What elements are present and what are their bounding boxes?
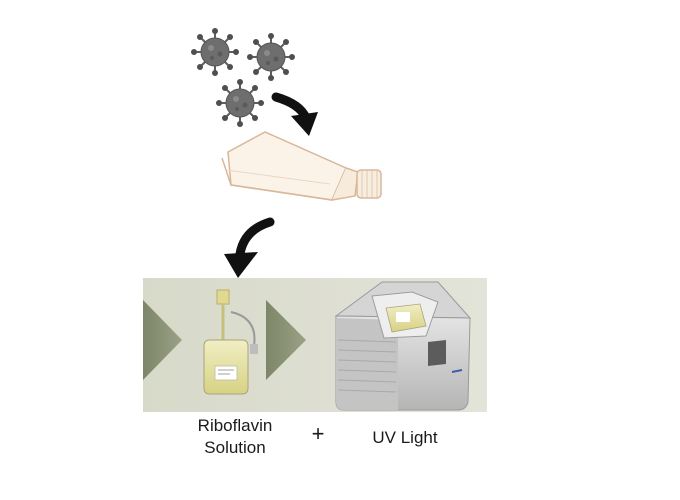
curved-arrow-icon bbox=[224, 217, 275, 278]
riboflavin-solution-label: Riboflavin Solution bbox=[180, 415, 290, 459]
riboflavin-label-line2: Solution bbox=[204, 438, 266, 457]
riboflavin-bag-icon bbox=[203, 289, 258, 395]
cell-culture-flask-icon bbox=[221, 131, 382, 201]
virus-icon bbox=[246, 32, 296, 82]
uv-device-icon bbox=[334, 281, 472, 411]
riboflavin-label-line1: Riboflavin bbox=[197, 416, 273, 435]
virus-icon bbox=[215, 78, 265, 128]
plus-sign: + bbox=[311, 421, 325, 446]
uv-light-label: UV Light bbox=[372, 428, 438, 447]
curved-arrow-icon bbox=[271, 92, 318, 136]
virus-icon bbox=[190, 27, 240, 77]
